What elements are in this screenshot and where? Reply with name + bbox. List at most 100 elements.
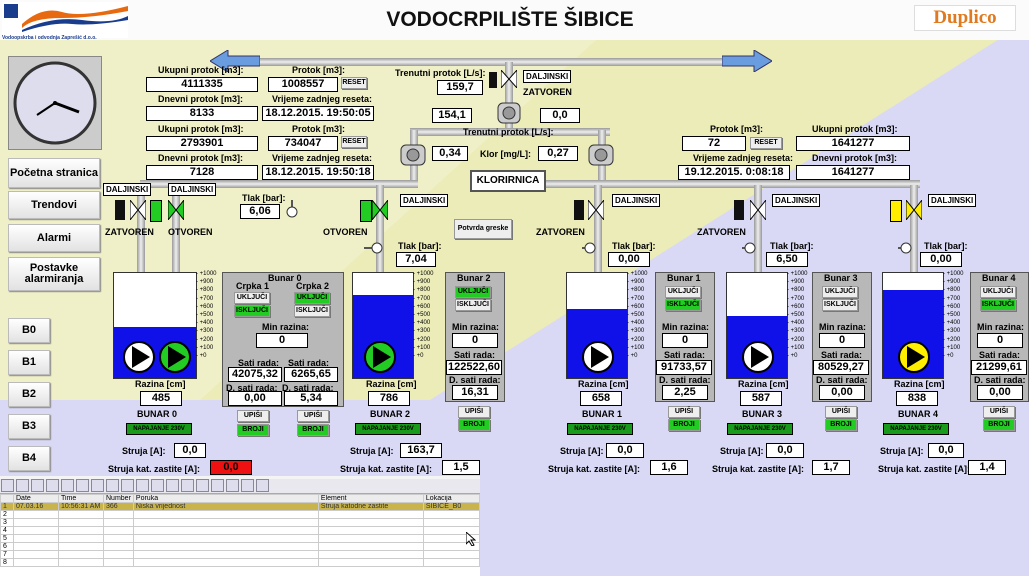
col-header-number[interactable]: Number: [103, 494, 134, 503]
b0-upisi2-button[interactable]: UPIŠI: [297, 410, 329, 422]
table-row[interactable]: 2: [0, 510, 481, 519]
toolbar-sort-icon[interactable]: [46, 479, 59, 492]
nav-b3-button[interactable]: B3: [8, 414, 50, 439]
b3-upisi-button[interactable]: UPIŠI: [825, 406, 857, 418]
b0-upisi1-button[interactable]: UPIŠI: [237, 410, 269, 422]
pressure-gauge-b3-icon: [742, 242, 756, 254]
reset-button-1[interactable]: RESET: [341, 77, 367, 89]
b2-scale: - +1000- +900- +800- +700- +600- +500- +…: [413, 270, 434, 360]
ukupni-label-2: Ukupni protok [m3]:: [158, 124, 244, 134]
b3-ukljuci[interactable]: UKLJUČI: [822, 286, 858, 298]
b0-struja-value: 0,0: [174, 443, 206, 458]
toolbar-info-icon[interactable]: [256, 479, 269, 492]
toolbar-export-icon[interactable]: [91, 479, 104, 492]
nav-alarm-settings-button[interactable]: Postavke alarmiranja: [8, 257, 100, 291]
klorirnica-button[interactable]: KLORIRNICA: [470, 170, 546, 192]
b1-name: BUNAR 1: [582, 409, 623, 419]
vrijeme-label-2: Vrijeme zadnjeg reseta:: [272, 153, 373, 163]
b0-crpka2-iskljuci[interactable]: ISKLJUČI: [294, 305, 330, 317]
nav-alarms-button[interactable]: Alarmi: [8, 224, 100, 252]
table-row[interactable]: 5: [0, 534, 481, 543]
toolbar-last-icon[interactable]: [211, 479, 224, 492]
b0-razina-value: 485: [140, 391, 182, 406]
nav-b0-button[interactable]: B0: [8, 318, 50, 343]
col-header-element[interactable]: Element: [317, 494, 424, 503]
dnevni-label-1: Dnevni protok [m3]:: [158, 94, 244, 104]
valve-center-actuator: [489, 72, 497, 88]
toolbar-key-icon[interactable]: [241, 479, 254, 492]
b2-broji-button[interactable]: BROJI: [458, 419, 490, 431]
b4-upisi-button[interactable]: UPIŠI: [983, 406, 1015, 418]
nav-trends-button[interactable]: Trendovi: [8, 191, 100, 219]
b4-broji-button[interactable]: BROJI: [983, 419, 1015, 431]
scale-tick: - +800: [196, 287, 214, 294]
toolbar-ack-icon[interactable]: [121, 479, 134, 492]
toolbar-settings-icon[interactable]: [151, 479, 164, 492]
col-header-poruka[interactable]: Poruka: [132, 494, 319, 503]
nav-b2-button[interactable]: B2: [8, 382, 50, 407]
table-row[interactable]: 8: [0, 558, 481, 567]
b4-iskljuci[interactable]: ISKLJUČI: [980, 299, 1016, 311]
b0-crpka1-iskljuci[interactable]: ISKLJUČI: [234, 305, 270, 317]
reset-button-2[interactable]: RESET: [341, 136, 367, 148]
table-row[interactable]: 1 07.03.16 10:56:31 AM 366 Niska vrijedn…: [0, 502, 481, 511]
daljinski-b4-tag: DALJINSKI: [928, 194, 977, 207]
flow-value-00: 0,0: [540, 108, 580, 123]
b3-min-label: Min razina:: [819, 322, 867, 332]
toolbar-table-icon[interactable]: [16, 479, 29, 492]
b0-panel-title: Bunar 0: [268, 273, 302, 283]
pipe-right-collector: [530, 180, 920, 188]
b0-broji2-button[interactable]: BROJI: [297, 424, 329, 436]
b1-broji-button[interactable]: BROJI: [668, 419, 700, 431]
b2-upisi-button[interactable]: UPIŠI: [458, 406, 490, 418]
toolbar-ack-all-icon[interactable]: [136, 479, 149, 492]
b1-sati-label: Sati rada:: [664, 350, 706, 360]
b0-sati1-label: Sati rada:: [238, 358, 280, 368]
toolbar-first-icon[interactable]: [166, 479, 179, 492]
toolbar-list-icon[interactable]: [76, 479, 89, 492]
b3-iskljuci[interactable]: ISKLJUČI: [822, 299, 858, 311]
potvrda-button[interactable]: Potvrda greske: [454, 219, 512, 239]
pipe-b1: [594, 185, 602, 350]
b0-dsati2-label: D. sati rada:: [282, 383, 334, 393]
col-header-lokacija[interactable]: Lokacija: [422, 494, 481, 503]
toolbar-chart-icon[interactable]: [61, 479, 74, 492]
table-row[interactable]: 7: [0, 550, 481, 559]
col-header-time[interactable]: Time: [58, 494, 104, 503]
reset-button-right[interactable]: RESET: [750, 137, 782, 149]
b3-broji-button[interactable]: BROJI: [825, 419, 857, 431]
toolbar-prev-icon[interactable]: [181, 479, 194, 492]
b1-upisi-button[interactable]: UPIŠI: [668, 406, 700, 418]
scale-tick: - +900: [627, 279, 645, 286]
b2-iskljuci[interactable]: ISKLJUČI: [455, 299, 491, 311]
pipe-b0-b: [172, 185, 180, 350]
pipe-center-horizontal: [410, 128, 610, 136]
pump-b2-icon: [364, 341, 396, 373]
b4-struja-value: 0,0: [928, 443, 964, 458]
scale-tick: - +900: [413, 279, 431, 286]
toolbar-lock-icon[interactable]: [226, 479, 239, 492]
b2-panel-title: Bunar 2: [457, 273, 491, 283]
table-row[interactable]: 6: [0, 542, 481, 551]
nav-b4-button[interactable]: B4: [8, 446, 50, 471]
b4-ukljuci[interactable]: UKLJUČI: [980, 286, 1016, 298]
b1-ukljuci[interactable]: UKLJUČI: [665, 286, 701, 298]
daljinski-b0b-tag: DALJINSKI: [168, 183, 217, 196]
b1-iskljuci[interactable]: ISKLJUČI: [665, 299, 701, 311]
table-row[interactable]: 4: [0, 526, 481, 535]
toolbar-print-icon[interactable]: [106, 479, 119, 492]
nav-home-button[interactable]: Početna stranica: [8, 158, 100, 188]
dnevni-label-2: Dnevni protok [m3]:: [158, 153, 244, 163]
col-header-date[interactable]: Date: [13, 494, 59, 503]
toolbar-help-icon[interactable]: [1, 479, 14, 492]
scale-tick: - +0: [943, 353, 954, 360]
b2-ukljuci[interactable]: UKLJUČI: [455, 286, 491, 298]
toolbar-next-icon[interactable]: [196, 479, 209, 492]
b0-broji1-button[interactable]: BROJI: [237, 424, 269, 436]
b0-crpka1-ukljuci[interactable]: UKLJUČI: [234, 292, 270, 304]
nav-b1-button[interactable]: B1: [8, 350, 50, 375]
table-row[interactable]: 3: [0, 518, 481, 527]
b0-crpka2-ukljuci[interactable]: UKLJUČI: [294, 292, 330, 304]
b3-min-value: 0: [819, 333, 865, 348]
toolbar-filter-icon[interactable]: [31, 479, 44, 492]
